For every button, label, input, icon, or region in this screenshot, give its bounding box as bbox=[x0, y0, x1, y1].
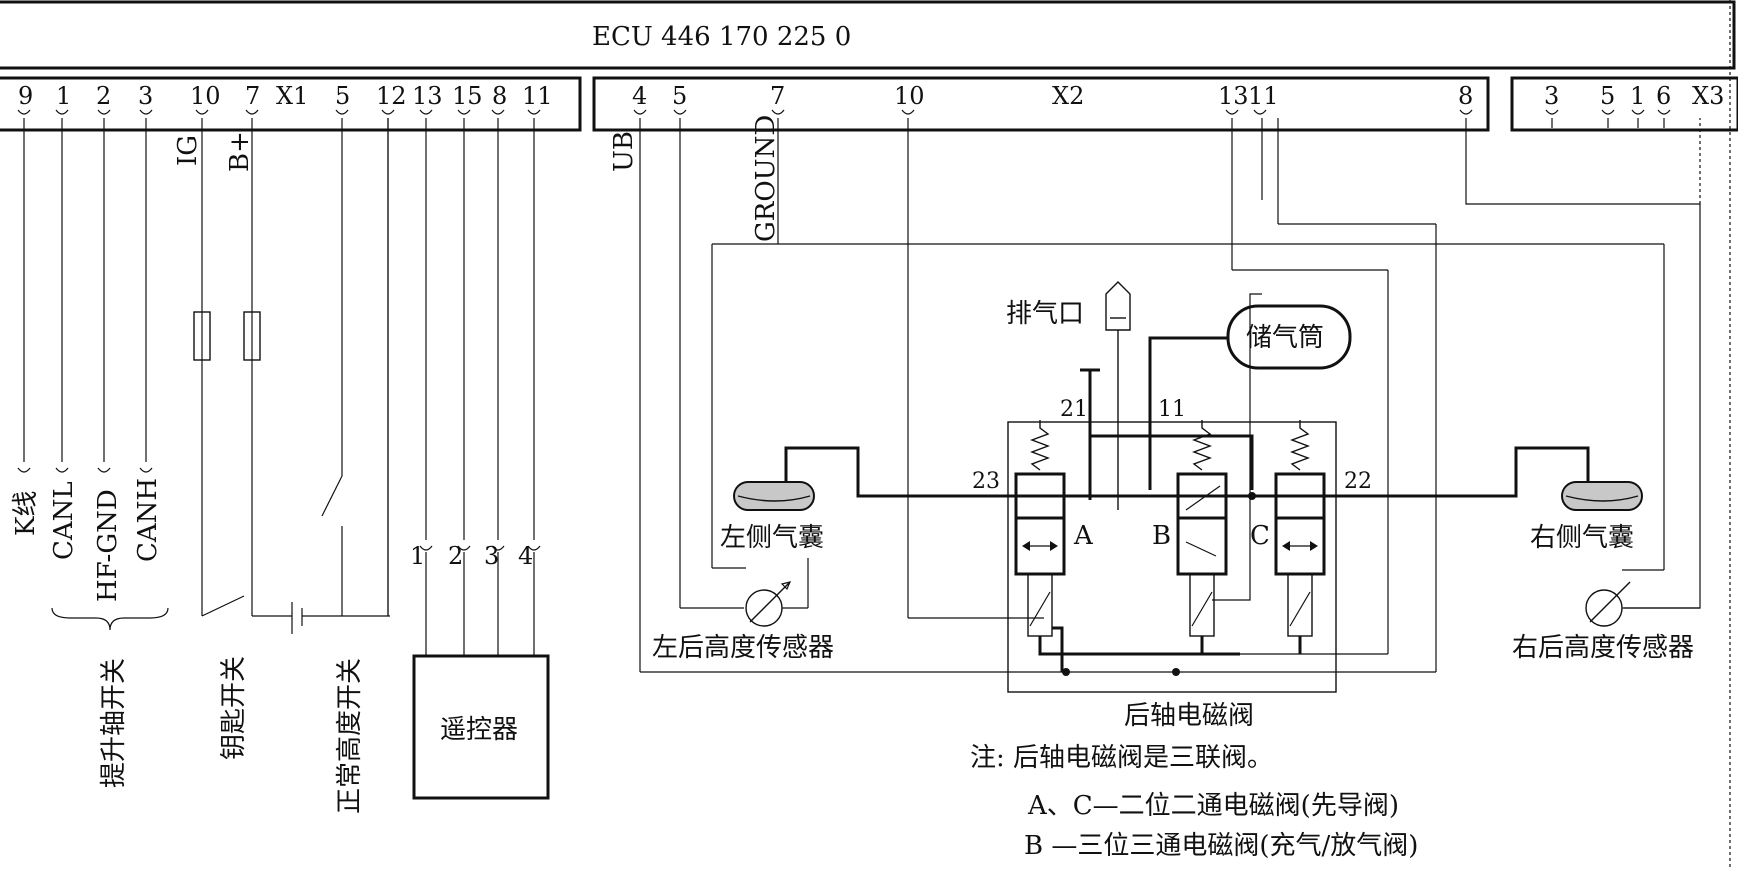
x1-pin: 12 bbox=[376, 82, 407, 110]
x2-wires bbox=[639, 118, 1665, 673]
x2-pin: 11 bbox=[1248, 82, 1279, 110]
left-air-bag: 左侧气囊 bbox=[720, 446, 1016, 553]
x3-sockets bbox=[1545, 109, 1671, 115]
ub-label: UB bbox=[609, 131, 639, 172]
valve-block-label: 后轴电磁阀 bbox=[1124, 701, 1254, 731]
x3-pin: 6 bbox=[1656, 82, 1671, 110]
port-11: 11 bbox=[1158, 397, 1186, 422]
x1-pin: 5 bbox=[335, 82, 350, 110]
x2-pin: 4 bbox=[632, 82, 647, 110]
x2-label: X2 bbox=[1052, 82, 1084, 110]
left-height-sensor-label: 左后高度传感器 bbox=[652, 633, 834, 663]
x3-pin: 3 bbox=[1544, 82, 1559, 110]
key-switch bbox=[201, 118, 390, 634]
rear-axle-valve: 排气口 储气筒 21 11 23 22 A bbox=[972, 281, 1372, 731]
x1-pin: 13 bbox=[412, 82, 443, 110]
valve-a: A bbox=[1014, 420, 1094, 637]
ecu-box: ECU 446 170 225 0 bbox=[0, 0, 1736, 70]
note-line-1: 注: 后轴电磁阀是三联阀。 bbox=[970, 743, 1273, 773]
x3-pin: 5 bbox=[1600, 82, 1615, 110]
right-air-bag: 右侧气囊 bbox=[1346, 446, 1643, 553]
valve-c: C bbox=[1250, 420, 1326, 637]
x1-label: X1 bbox=[276, 82, 308, 110]
x1-pin: 1 bbox=[56, 82, 71, 110]
port-23: 23 bbox=[972, 469, 1000, 494]
left-height-sensor: 左后高度传感器 bbox=[652, 558, 834, 663]
bplus-fuse bbox=[243, 311, 261, 361]
canl-label: CANL bbox=[49, 481, 79, 560]
port-21: 21 bbox=[1060, 397, 1088, 422]
connector-x1 bbox=[0, 76, 582, 132]
x2-sockets bbox=[633, 109, 1473, 115]
x2-pin: 10 bbox=[894, 82, 925, 110]
x1-end-sockets bbox=[17, 467, 153, 473]
reservoir-label: 储气筒 bbox=[1246, 323, 1324, 353]
left-air-bag-label: 左侧气囊 bbox=[720, 523, 824, 553]
port-22: 22 bbox=[1344, 469, 1372, 494]
normal-height-switch bbox=[321, 475, 343, 616]
ground-label: GROUND bbox=[751, 115, 781, 242]
x1-pin-numbers: 9 1 2 3 10 7 5 12 13 15 8 11 bbox=[18, 82, 553, 110]
x2-pin: 8 bbox=[1458, 82, 1473, 110]
ig-fuse bbox=[193, 311, 211, 361]
valve-b: B bbox=[1152, 420, 1228, 637]
connector-x3 bbox=[1510, 76, 1738, 132]
x1-pin: 2 bbox=[96, 82, 111, 110]
x1-pin: 8 bbox=[492, 82, 507, 110]
valve-c-label: C bbox=[1250, 521, 1270, 551]
x1-pin: 9 bbox=[18, 82, 33, 110]
right-height-sensor-label: 右后高度传感器 bbox=[1512, 633, 1694, 663]
hf-gnd-label: HF-GND bbox=[93, 489, 123, 602]
x1-pin: 11 bbox=[522, 82, 553, 110]
valve-coil-wiring bbox=[1038, 626, 1302, 672]
x1-pin: 7 bbox=[245, 82, 260, 110]
ig-label: IG bbox=[173, 135, 203, 166]
x3-pin: 1 bbox=[1630, 82, 1645, 110]
x2-pin: 13 bbox=[1218, 82, 1249, 110]
right-height-sensor: 右后高度传感器 bbox=[1512, 581, 1700, 663]
x3-label: X3 bbox=[1692, 82, 1724, 110]
remote-pin: 4 bbox=[518, 542, 533, 570]
remote-controller: 1 2 3 4 遥控器 bbox=[410, 542, 550, 800]
connector-x2 bbox=[592, 76, 1490, 132]
remote-pin: 3 bbox=[484, 542, 499, 570]
lift-axle-brace bbox=[51, 607, 169, 631]
remote-pin: 1 bbox=[410, 542, 425, 570]
x1-pin: 10 bbox=[190, 82, 221, 110]
valve-a-label: A bbox=[1073, 521, 1094, 551]
key-switch-label: 钥匙开关 bbox=[219, 656, 249, 760]
lift-axle-switch-label: 提升轴开关 bbox=[99, 658, 129, 788]
x2-pin: 7 bbox=[770, 82, 785, 110]
exhaust-port: 排气口 bbox=[1006, 281, 1131, 510]
normal-height-switch-label: 正常高度开关 bbox=[335, 658, 365, 814]
ecu-title: ECU 446 170 225 0 bbox=[592, 22, 851, 52]
notes: 注: 后轴电磁阀是三联阀。 A、C—二位二通电磁阀(先导阀) B —三位三通电磁… bbox=[970, 743, 1418, 861]
remote-label: 遥控器 bbox=[440, 715, 518, 745]
remote-pin: 2 bbox=[448, 542, 463, 570]
x1-sockets bbox=[17, 109, 541, 115]
x3-pin-numbers: 3 5 1 6 bbox=[1544, 82, 1671, 110]
k-line-label: K线 bbox=[11, 491, 41, 536]
x2-pin-numbers: 4 5 7 10 13 11 8 bbox=[632, 82, 1473, 110]
exhaust-label: 排气口 bbox=[1006, 299, 1084, 329]
valve-b-label: B bbox=[1152, 521, 1171, 551]
bplus-label: B+ bbox=[225, 131, 255, 172]
x1-pin: 3 bbox=[138, 82, 153, 110]
note-line-2: A、C—二位二通电磁阀(先导阀) bbox=[1027, 791, 1399, 821]
note-line-3: B —三位三通电磁阀(充气/放气阀) bbox=[1024, 831, 1418, 861]
x2-pin: 5 bbox=[672, 82, 687, 110]
canh-label: CANH bbox=[133, 478, 163, 562]
x1-pin: 15 bbox=[452, 82, 483, 110]
right-air-bag-label: 右侧气囊 bbox=[1530, 523, 1634, 553]
reservoir: 储气筒 bbox=[1148, 304, 1352, 490]
